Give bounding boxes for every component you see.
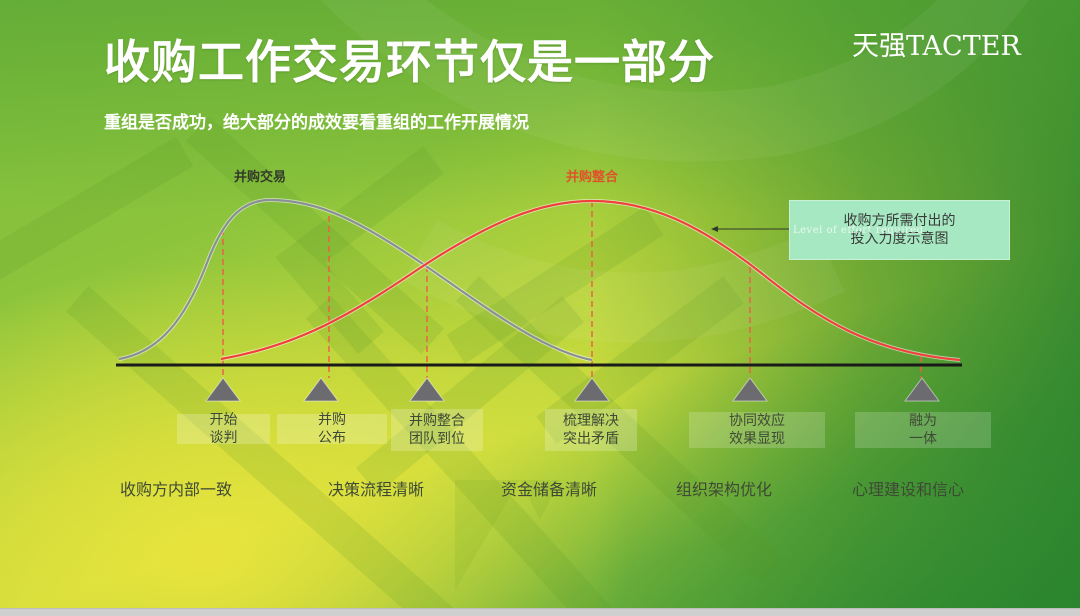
marker-label: 开始 谈判	[177, 412, 270, 446]
arrow-head-icon	[711, 226, 718, 232]
marker-label-line: 开始	[209, 412, 238, 428]
callout-line-2: 投入力度示意图	[850, 231, 949, 247]
page-subtitle: 重组是否成功，绝大部分的成效要看重组的工作开展情况	[104, 113, 529, 133]
page-title: 收购工作交易环节仅是一部分	[104, 35, 715, 89]
marker-label: 梳理解决 突出矛盾	[545, 409, 637, 451]
marker-label: 协同效应 效果显现	[689, 412, 825, 448]
integration-curve-label: 并购整合	[566, 170, 619, 185]
bottom-bar	[0, 608, 1080, 616]
marker-label-line: 梳理解决	[563, 413, 619, 429]
company-logo: 天强TACTER	[852, 31, 1021, 62]
stage-label: 决策流程清晰	[328, 480, 425, 499]
stage-label: 资金储备清晰	[501, 480, 598, 499]
marker-label-line: 协同效应	[729, 413, 785, 429]
marker-label-line: 并购	[318, 412, 346, 428]
callout-ghost-text: Level of effort required	[793, 225, 924, 236]
marker-label-line: 团队到位	[409, 431, 465, 447]
marker-label-line: 一体	[909, 431, 937, 447]
marker-label: 融为 一体	[855, 412, 991, 448]
stage-label: 心理建设和信心	[852, 480, 965, 499]
marker-label-line: 突出矛盾	[563, 431, 619, 447]
marker-label-line: 谈判	[209, 430, 238, 446]
triangle-markers	[205, 377, 940, 402]
effort-callout-box: Level of effort required 收购方所需付出的 投入力度示意…	[789, 200, 1010, 260]
marker-label-line: 公布	[318, 430, 346, 446]
marker-label-line: 融为	[909, 413, 937, 429]
marker-label: 并购 公布	[277, 412, 387, 446]
stage-label: 收购方内部一致	[120, 480, 233, 499]
marker-dashed-lines	[222, 201, 922, 378]
stage-label: 组织架构优化	[676, 480, 773, 499]
marker-label: 并购整合 团队到位	[391, 409, 483, 451]
callout-line-1: 收购方所需付出的	[843, 213, 956, 229]
marker-label-line: 效果显现	[729, 431, 785, 447]
deal-curve-label: 并购交易	[234, 170, 287, 185]
marker-label-line: 并购整合	[409, 413, 465, 429]
